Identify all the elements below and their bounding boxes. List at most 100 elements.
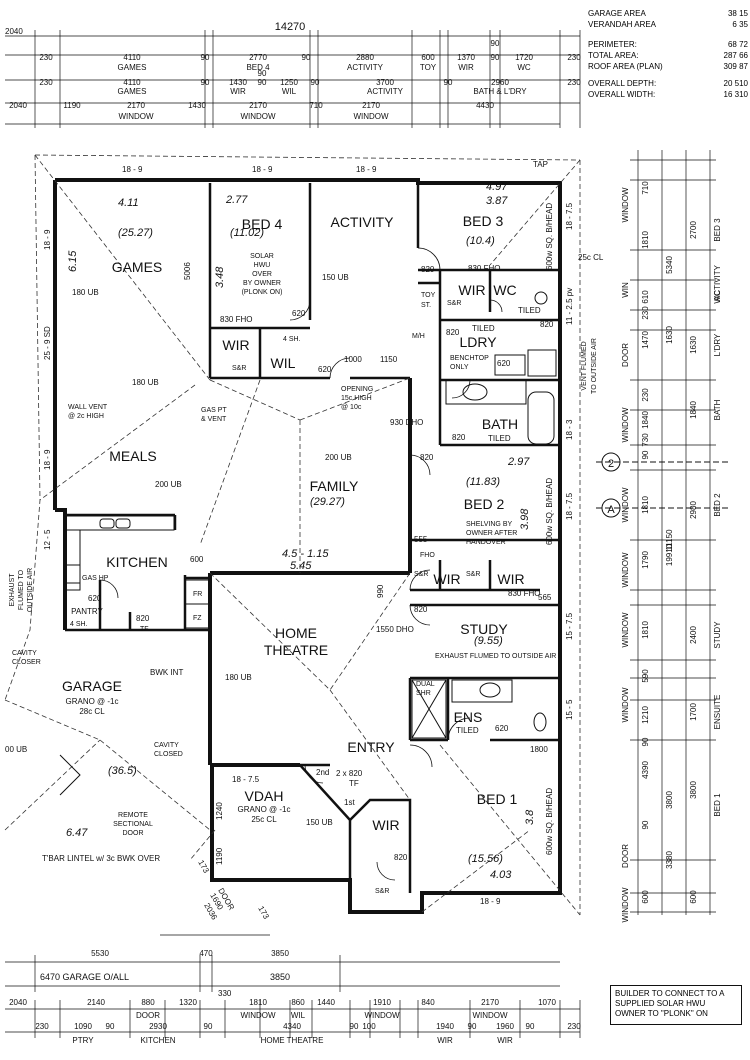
dim-right-col2: 3380 <box>665 851 674 869</box>
dim-top-row1-label: ACTIVITY <box>347 63 384 72</box>
hand-bed2-297: 2.97 <box>507 456 530 468</box>
dim-620: 620 <box>497 359 511 368</box>
dim-right-col2: 5340 <box>665 256 674 274</box>
door-swings <box>99 247 503 881</box>
note-bhead-bed1: 600w SQ. B/HEAD <box>545 788 554 855</box>
dim-right-col1: 90 <box>641 820 650 829</box>
dim-2nd-step: 2nd <box>316 768 329 777</box>
dim-right-col1: 1790 <box>641 551 650 569</box>
dim-right-col1-label: WINDOW <box>621 887 630 923</box>
dim-right-col2: 11150 <box>665 529 674 551</box>
dim-top-row2: 90 <box>311 78 320 87</box>
dim-top-row3: 1190 <box>63 101 81 110</box>
dim-bottom-row4: 90 <box>526 1022 535 1031</box>
note-vdah-grano: GRANO @ -1c <box>237 805 290 814</box>
dim-garage-overall: 6470 GARAGE O/ALL <box>40 972 129 982</box>
ub-label: 150 UB <box>322 273 349 282</box>
room-ldry: LDRY <box>459 334 497 350</box>
note-vent-flumed: TO OUTSIDE AIR <box>591 338 598 394</box>
dim-1240: 1240 <box>215 802 224 820</box>
note-garage-grano: GRANO @ -1c <box>65 697 118 706</box>
note-shelving: HANDOVER <box>466 539 506 546</box>
dim-top-row1: 2770 <box>249 53 267 62</box>
room-kitchen: KITCHEN <box>106 554 167 570</box>
note-opening: @ 10c <box>341 404 362 411</box>
dim-990: 990 <box>376 584 385 598</box>
room-bed4: BED 4 <box>242 216 283 232</box>
dim-right-col1: 590 <box>641 669 650 683</box>
dim-right-col1: 600 <box>641 890 650 904</box>
dim-right-col1-label: WINDOW <box>621 687 630 723</box>
dim-820: 820 <box>446 328 460 337</box>
interior-walls <box>65 183 560 893</box>
dim-right-col1: 90 <box>641 450 650 459</box>
dim-right-col3-label: BED 2 <box>713 493 722 517</box>
dim-1000: 1000 <box>344 355 362 364</box>
note-bwk-int: BWK INT <box>150 668 183 677</box>
note-cavity-closer: CAVITY <box>12 650 37 657</box>
dim-bottom-row4: 1960 <box>496 1022 514 1031</box>
dim-top-row2-label: WIL <box>282 87 297 96</box>
dim-bottom-row4-label: WIR <box>497 1036 513 1045</box>
dim-right-col1: 1810 <box>641 496 650 514</box>
dim-top-row1-label: BED 4 <box>246 63 270 72</box>
dim-bottom-row1: 470 <box>199 949 213 958</box>
value-perimeter: 68 72 <box>727 40 748 49</box>
dim-18-9: 18 - 9 <box>43 229 52 250</box>
fixtures <box>59 291 557 796</box>
note-bhead-bed3: 600w SQ. B/HEAD <box>545 203 554 270</box>
note-solar-hwu: (PLONK ON) <box>242 289 283 296</box>
hand-garage-area: (36.5) <box>108 765 137 777</box>
note-solar-hwu: BY OWNER <box>243 280 281 287</box>
room-labels: GAMES BED 4 ACTIVITY BED 3 MEALS FAMILY … <box>62 213 525 833</box>
dim-bottom-row3-label: WINDOW <box>364 1011 400 1020</box>
dim-right-col3: 1840 <box>689 401 698 419</box>
dim-bottom-row4: 90 <box>204 1022 213 1031</box>
dim-bottom-row4: 1090 <box>74 1022 92 1031</box>
dim-right-col1-label: WINDOW <box>621 612 630 648</box>
dim-freezer: FZ <box>193 615 202 622</box>
dim-830-fho: 830 FHO <box>468 264 500 273</box>
dim-top-row3: 710 <box>309 101 323 110</box>
dim-right-col1-label: DOOR <box>621 343 630 367</box>
dim-top-row1-label: GAMES <box>118 63 147 72</box>
note-exhaust-left: EXHAUST <box>9 573 16 607</box>
note-shelving: OWNER AFTER <box>466 530 517 537</box>
dim-bottom-row3: 2170 <box>481 998 499 1007</box>
hand-family-dims: 4.5 - 1.15 <box>282 548 329 560</box>
dim-top-row2: 1250 <box>280 78 298 87</box>
dim-top-row3: 2170 <box>127 101 145 110</box>
dim-right-col1-label: WIN <box>621 282 630 298</box>
ub-labels: 180 UB 180 UB 150 UB 200 UB 200 UB 180 U… <box>5 273 352 827</box>
dim-top-row2-label: ACTIVITY <box>367 87 404 96</box>
hand-bed1-38: 3.8 <box>524 809 536 825</box>
dim-620: 620 <box>292 309 306 318</box>
room-wir-bed1: WIR <box>372 817 399 833</box>
dim-top-row1: 1720 <box>515 53 533 62</box>
dim-right-col3-label: ACTIVITY <box>713 264 722 301</box>
dim-bottom-3850: 3850 <box>270 972 290 982</box>
room-meals: MEALS <box>109 448 156 464</box>
dim-bottom-row4: 2930 <box>149 1022 167 1031</box>
dim-right-col3: 2980 <box>689 501 698 519</box>
dim-right-col3: 2700 <box>689 221 698 239</box>
dim-bottom-row3-label: DOOR <box>136 1011 160 1020</box>
note-tiled-wc: TILED <box>518 306 541 315</box>
dim-bottom-row3-label: WINDOW <box>240 1011 276 1020</box>
hand-bed2-398: 3.98 <box>519 508 531 530</box>
note-tiled-ens: TILED <box>456 726 479 735</box>
dim-bottom-row3-label: WIL <box>291 1011 306 1020</box>
outer-walls <box>53 178 562 914</box>
hand-bed4-area: (11.02) <box>230 227 264 239</box>
dim-top-row3: 2170 <box>249 101 267 110</box>
note-bhead-bed2: 600w SQ. B/HEAD <box>545 478 554 545</box>
dim-right-col3-label: BED 3 <box>713 218 722 242</box>
dim-top-row3: 2170 <box>362 101 380 110</box>
dim-18-9: 18 - 9 <box>356 165 377 174</box>
dim-right-col3-label: ENSUITE <box>713 695 722 730</box>
dim-173: 173 <box>196 859 211 876</box>
note-lintel: T'BAR LINTEL w/ 3c BWK OVER <box>42 854 160 863</box>
dim-top-row2: 4110 <box>123 78 141 87</box>
dim-top-row2: 2960 <box>491 78 509 87</box>
